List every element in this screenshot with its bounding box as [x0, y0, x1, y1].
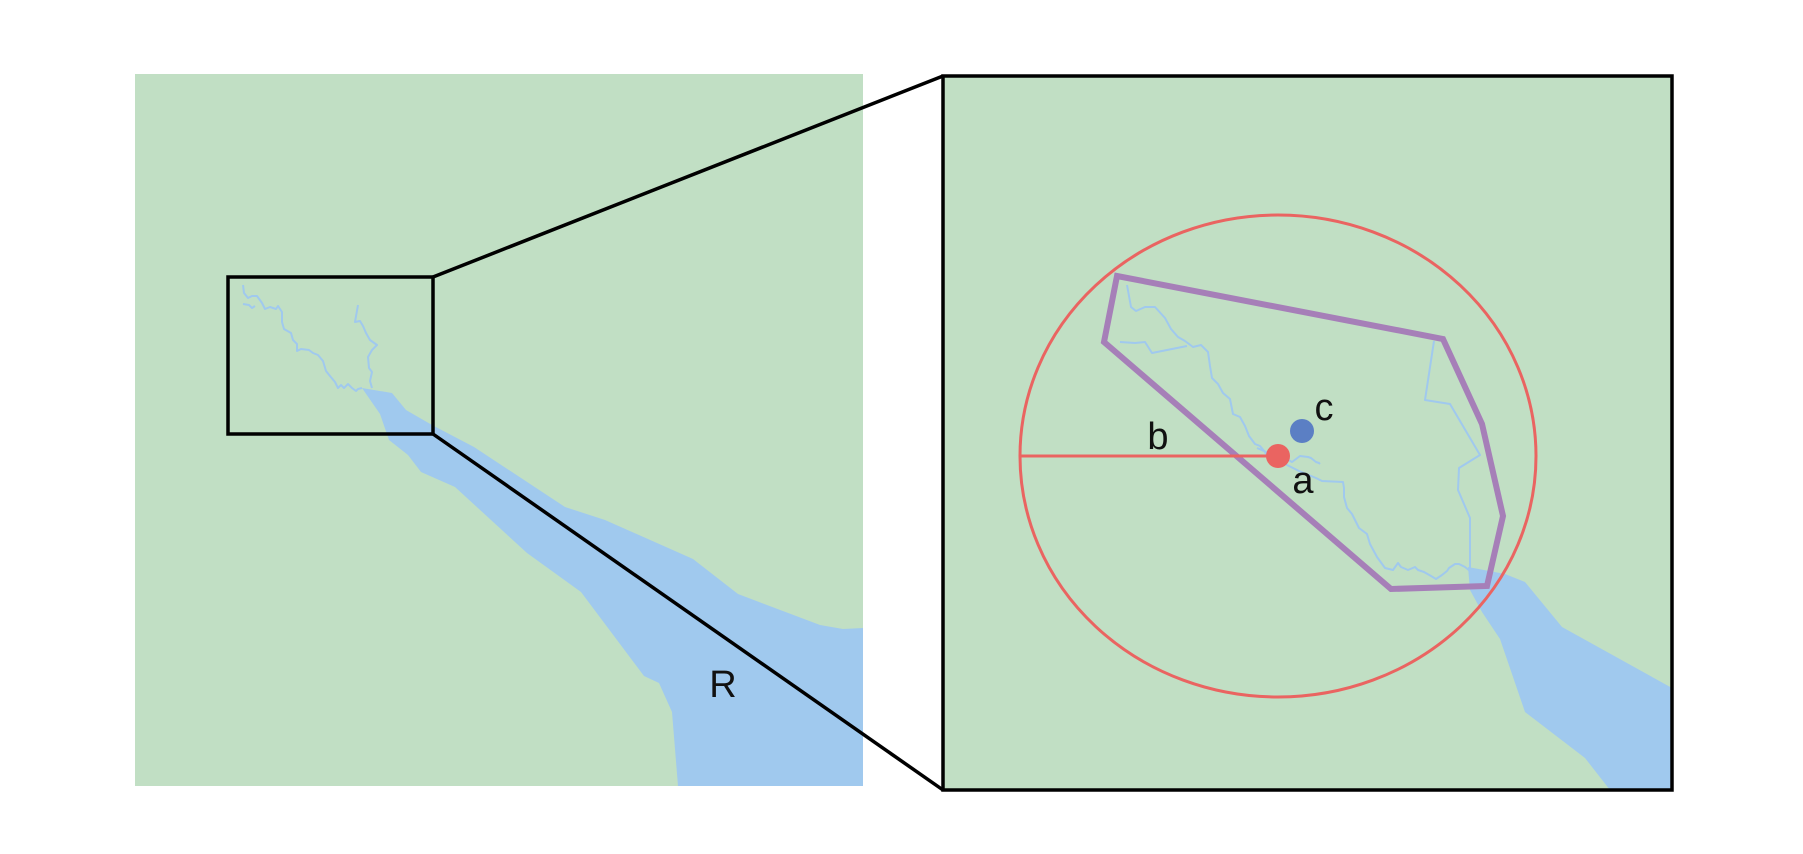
convex-hull-polygon [1100, 272, 1507, 593]
zoom-connector-top [432, 74, 944, 279]
outlet-point-a [1266, 444, 1290, 468]
overview-streams [242, 284, 378, 392]
outlet-label-a: a [1292, 460, 1314, 502]
river-label: R [709, 664, 736, 706]
zoom-connector-bottom [431, 432, 945, 792]
enclosing-circle [1018, 213, 1538, 699]
zoomed-streams [1119, 284, 1481, 580]
zoom-extent-box [226, 275, 435, 436]
zoomed-river [1468, 567, 1672, 790]
radius-label-b: b [1147, 416, 1168, 458]
zoomed-frame [941, 74, 1674, 792]
overview-river [362, 388, 863, 786]
centroid-point-c [1290, 419, 1314, 443]
overview-map: R [135, 74, 863, 786]
zoomed-map: b a c [941, 74, 1674, 792]
centroid-label-c: c [1315, 387, 1334, 429]
